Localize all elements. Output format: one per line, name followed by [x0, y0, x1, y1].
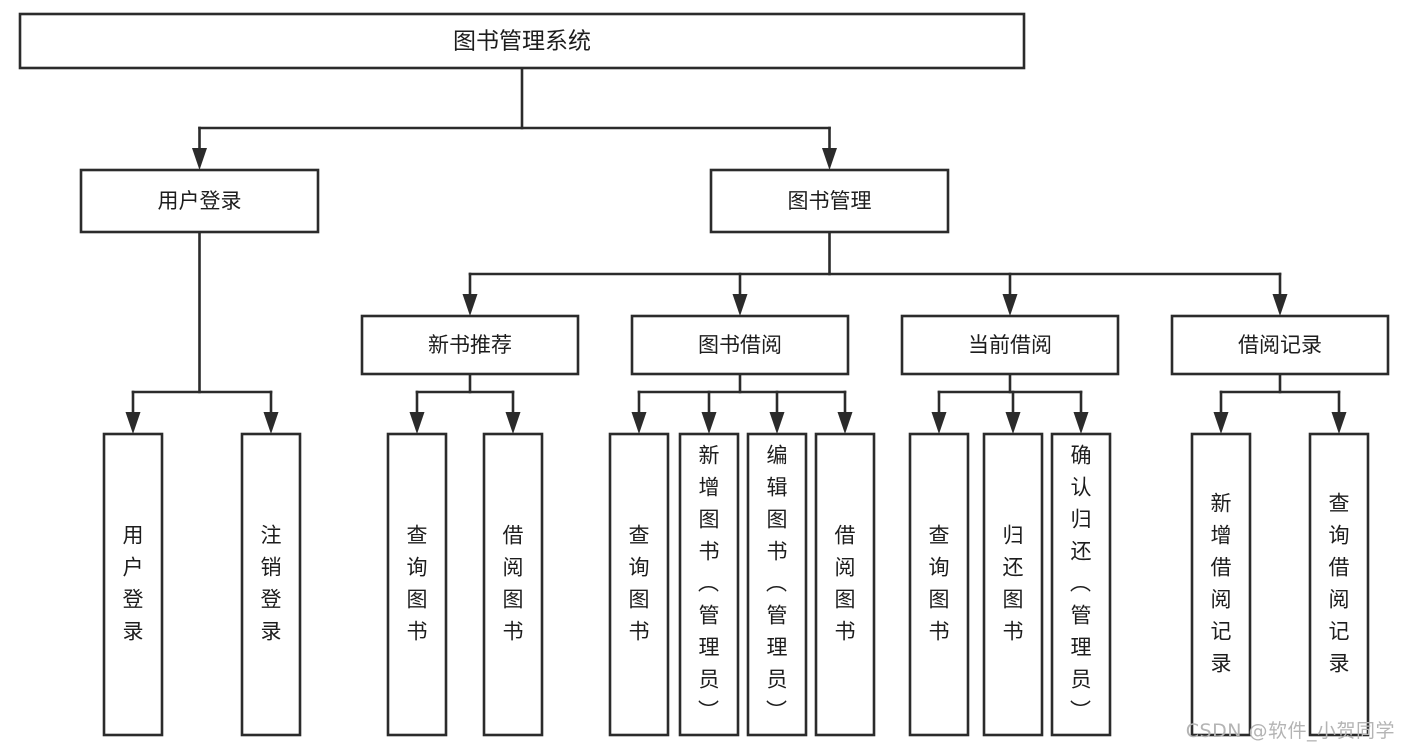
node-leaf-confirm-return-admin[interactable]: 确认归还（管理员）: [1050, 432, 1112, 737]
node-label: 新增借阅记录: [1211, 492, 1232, 676]
node-leaf-user-login[interactable]: 用户登录: [102, 432, 164, 737]
node-box[interactable]: [908, 432, 970, 737]
connector-layer: [125, 66, 1347, 434]
node-box[interactable]: [746, 432, 808, 737]
node-leaf-return-book[interactable]: 归还图书: [982, 432, 1044, 737]
node-box[interactable]: [482, 432, 544, 737]
node-box[interactable]: [1190, 432, 1252, 737]
node-leaf-query-book-recommend[interactable]: 查询图书: [386, 432, 448, 737]
node-leaf-add-borrow-record[interactable]: 新增借阅记录: [1190, 432, 1252, 737]
node-leaf-logout[interactable]: 注销登录: [240, 432, 302, 737]
node-box[interactable]: [18, 12, 1026, 70]
node-label: 注销登录: [261, 524, 282, 644]
node-box[interactable]: [386, 432, 448, 737]
node-label: 当前借阅: [968, 333, 1052, 357]
node-label: 确认归还（管理员）: [1070, 444, 1092, 724]
node-box[interactable]: [79, 168, 320, 234]
node-box[interactable]: [360, 314, 580, 376]
node-leaf-add-book-admin[interactable]: 新增图书（管理员）: [678, 432, 740, 737]
node-user-login[interactable]: 用户登录: [79, 168, 320, 234]
node-label: 图书管理系统: [453, 29, 591, 55]
node-box[interactable]: [102, 432, 164, 737]
node-current-borrow[interactable]: 当前借阅: [900, 314, 1120, 376]
node-layer: 图书管理系统用户登录图书管理新书推荐图书借阅当前借阅借阅记录用户登录注销登录查询…: [18, 12, 1390, 737]
node-label: 查询图书: [629, 524, 650, 644]
node-label: 借阅记录: [1238, 333, 1322, 357]
node-box[interactable]: [240, 432, 302, 737]
node-label: 归还图书: [1003, 524, 1024, 644]
node-label: 图书管理: [788, 189, 872, 213]
node-label: 查询图书: [929, 524, 950, 644]
node-root[interactable]: 图书管理系统: [18, 12, 1026, 70]
node-box[interactable]: [1308, 432, 1370, 737]
node-book-borrow[interactable]: 图书借阅: [630, 314, 850, 376]
node-box[interactable]: [678, 432, 740, 737]
node-label: 查询借阅记录: [1329, 492, 1350, 676]
node-box[interactable]: [900, 314, 1120, 376]
node-box[interactable]: [1050, 432, 1112, 737]
node-label: 借阅图书: [503, 524, 524, 644]
node-box[interactable]: [608, 432, 670, 737]
node-label: 用户登录: [123, 524, 144, 644]
node-book-management[interactable]: 图书管理: [709, 168, 950, 234]
node-label: 查询图书: [407, 524, 428, 644]
node-box[interactable]: [630, 314, 850, 376]
node-label: 图书借阅: [698, 333, 782, 357]
watermark-text: CSDN @软件_小贺同学: [1185, 720, 1395, 742]
node-new-book-recommend[interactable]: 新书推荐: [360, 314, 580, 376]
node-borrow-record[interactable]: 借阅记录: [1170, 314, 1390, 376]
node-label: 新书推荐: [428, 333, 512, 357]
node-box[interactable]: [709, 168, 950, 234]
node-leaf-query-borrow-record[interactable]: 查询借阅记录: [1308, 432, 1370, 737]
node-box[interactable]: [982, 432, 1044, 737]
node-label: 新增图书（管理员）: [698, 444, 720, 724]
node-box[interactable]: [1170, 314, 1390, 376]
node-leaf-borrow-book[interactable]: 借阅图书: [814, 432, 876, 737]
node-leaf-query-book-current[interactable]: 查询图书: [908, 432, 970, 737]
node-leaf-query-book-borrow[interactable]: 查询图书: [608, 432, 670, 737]
node-box[interactable]: [814, 432, 876, 737]
node-label: 用户登录: [158, 189, 242, 213]
node-leaf-edit-book-admin[interactable]: 编辑图书（管理员）: [746, 432, 808, 737]
node-label: 编辑图书（管理员）: [766, 444, 788, 724]
node-label: 借阅图书: [835, 524, 856, 644]
node-leaf-borrow-book-recommend[interactable]: 借阅图书: [482, 432, 544, 737]
